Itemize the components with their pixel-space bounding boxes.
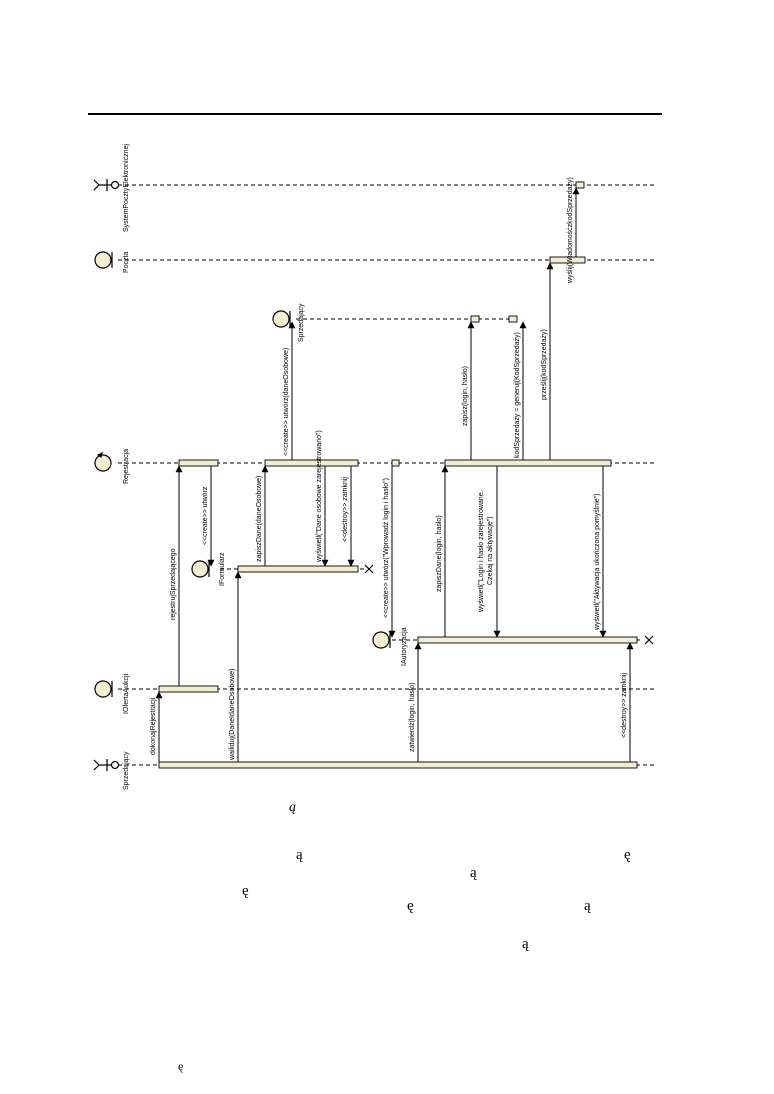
message-label: kodSprzedaży = generuj(KodSprzedaży) — [514, 332, 521, 458]
boundary-icon — [191, 560, 210, 578]
lifeline-label: IAutoryzacja — [401, 627, 408, 666]
message-label: <<create>> utwórz("Wprowadź login i hasł… — [383, 478, 390, 618]
actor-icon — [93, 179, 120, 191]
lifeline-label: Sprzedający — [123, 751, 130, 790]
lifeline-label: SystemPocztyElektronicznej — [123, 144, 130, 232]
stray-glyph: ą — [296, 847, 303, 863]
message-label: zapisz(login, hasło) — [462, 366, 469, 426]
stray-glyph: ę — [624, 847, 631, 863]
stray-glyph: ę — [178, 1059, 184, 1073]
message-label: zapiszDane(daneOsobowe) — [256, 476, 263, 562]
activation-bar — [508, 315, 518, 323]
activation-bar — [158, 685, 219, 693]
message-label: zapiszDane(login, hasło) — [436, 515, 443, 592]
lifeline-label: IOfertaAukcji — [123, 673, 130, 714]
message-label: wyślij(WiadomośćzkodSprzedaży) — [567, 177, 574, 284]
activation-bar — [391, 459, 400, 467]
message-label: <<destroy>> zamknij — [621, 673, 628, 738]
message-label: Czekaj na aktywację") — [487, 516, 494, 585]
lifeline-label: Rejestracja — [123, 449, 130, 484]
entity-icon — [94, 251, 113, 269]
boundary-icon — [94, 680, 113, 698]
destroy-mark — [364, 564, 374, 574]
boundary-icon — [372, 631, 391, 649]
message-label: prześlij(kodSprzedaży) — [541, 329, 548, 400]
activation-bar — [575, 181, 585, 189]
stray-glyph: ę — [407, 898, 414, 914]
activation-bar — [549, 256, 586, 264]
activation-bar — [470, 315, 480, 323]
destroy-mark — [644, 635, 654, 645]
message-label: <<destroy>> zamknij — [342, 477, 349, 542]
lifeline-label: Sprzedający — [298, 303, 305, 342]
stray-glyph: ą — [289, 800, 296, 815]
message-label: wyświetl("Login i hasło zarejestrowane. — [478, 490, 485, 613]
stray-glyph: ę — [242, 883, 249, 899]
message-label: <<create>> utwórz — [202, 486, 209, 545]
activation-bar — [444, 459, 612, 467]
message-label: wyświetl("Dane osobowe zarejestrowano") — [316, 430, 323, 563]
message-label: wailiduj(DaneIdaneOsobowe) — [229, 669, 236, 761]
control-icon — [94, 451, 112, 472]
stray-glyph: ą — [522, 936, 529, 952]
activation-bar — [178, 459, 219, 467]
message-label: <<create>> utwórz(daneOsobowe) — [283, 348, 290, 456]
activation-bar — [417, 636, 638, 644]
actor-icon — [93, 759, 120, 771]
lifeline-label: IFormularz — [219, 552, 226, 586]
message-label: wyświetl("Aktywacja ukończona pomyślnie"… — [594, 494, 601, 631]
activation-bar — [158, 761, 638, 769]
activation-bar — [237, 565, 359, 573]
message-label: rejestrujSprzedającego — [170, 548, 177, 620]
message-label: zatwierdź(login, hasło) — [409, 682, 416, 752]
entity-icon — [272, 310, 291, 328]
lifeline-label: Poczta — [123, 251, 130, 273]
stray-glyph: ą — [470, 865, 477, 881]
activation-bar — [264, 459, 359, 467]
stray-glyph: ą — [584, 898, 591, 914]
message-label: dokonajRejestracji — [150, 697, 157, 755]
